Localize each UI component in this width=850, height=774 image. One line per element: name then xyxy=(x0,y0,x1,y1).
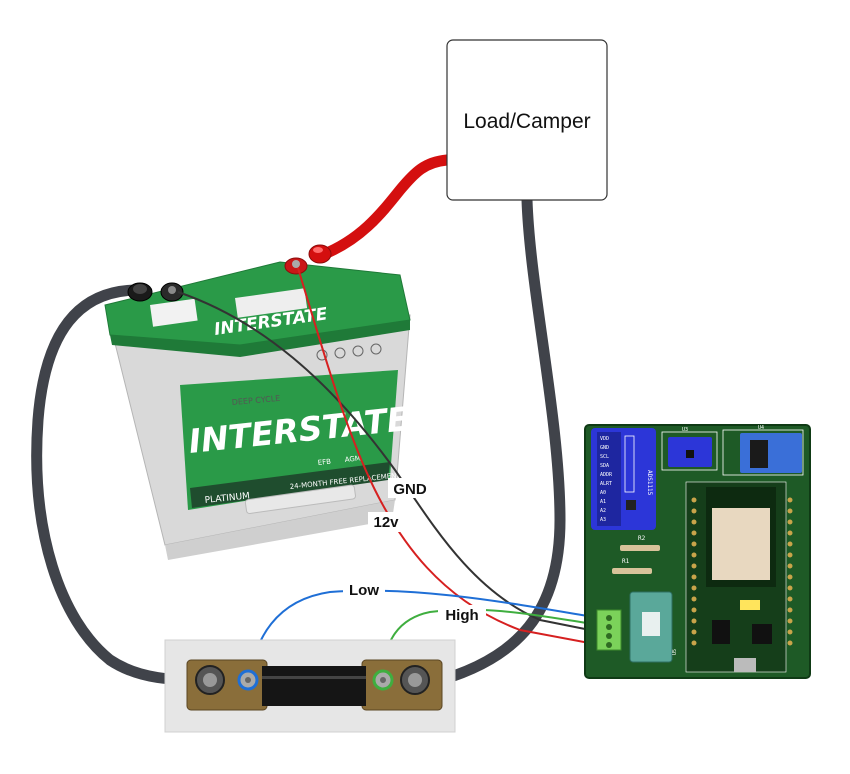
gnd-wire xyxy=(177,291,601,633)
low-label: Low xyxy=(349,582,379,599)
u5-module: U5 xyxy=(629,591,678,663)
efb-label: EFB xyxy=(317,458,331,467)
adc-pin-a2: A2 xyxy=(600,508,606,514)
deep-cycle-label: DEEP CYCLE xyxy=(231,394,280,407)
shunt xyxy=(164,639,456,733)
high-label: High xyxy=(445,607,478,624)
platinum-label: PLATINUM xyxy=(204,491,250,506)
resistor-r1: R1 xyxy=(612,558,652,574)
svg-text:R2: R2 xyxy=(638,535,646,542)
load-return-cable xyxy=(424,194,566,689)
esp32-pins-right xyxy=(787,497,793,646)
positive-terminal xyxy=(284,244,332,275)
esp32-pins-left xyxy=(691,497,697,646)
positive-cable xyxy=(316,154,453,261)
adc-pin-alrt: ALRT xyxy=(600,481,612,487)
adc-pin-a0: A0 xyxy=(600,490,606,496)
u4-label: U4 xyxy=(758,425,764,431)
negative-terminal xyxy=(127,282,184,302)
adc-pin-a1: A1 xyxy=(600,499,606,505)
v12-wire xyxy=(297,267,601,646)
adc-pin-sda: SDA xyxy=(600,463,609,469)
u4-module: U4 xyxy=(722,425,804,476)
adc-module: VDD GND SCL SDA ADDR ALRT A0 A1 A2 A3 AD… xyxy=(591,428,656,530)
adc-pin-a3: A3 xyxy=(600,517,606,523)
battery: INTERSTATE DEEP CYCLE PLATINUM 24-MONTH … xyxy=(104,244,412,560)
gnd-label: GND xyxy=(393,481,427,498)
agm-label: AGM xyxy=(344,454,361,464)
adc-title: ADS1115 xyxy=(646,470,653,496)
adc-pin-list: VDD GND SCL SDA ADDR ALRT A0 A1 A2 A3 xyxy=(600,436,613,523)
load-camper-label: Load/Camper xyxy=(463,110,590,133)
adc-pin-addr: ADDR xyxy=(600,472,613,478)
adc-pin-scl: SCL xyxy=(600,454,609,460)
negative-cable xyxy=(31,284,211,686)
load-camper-box: Load/Camper xyxy=(446,39,608,201)
svg-text:R1: R1 xyxy=(622,558,630,565)
adc-pin-gnd: GND xyxy=(600,445,609,451)
terminal-connector xyxy=(596,609,622,651)
esp32-module xyxy=(685,481,793,673)
u3-module: U3 xyxy=(661,427,718,471)
adc-pin-vdd: VDD xyxy=(600,436,609,442)
u5-label: U5 xyxy=(672,649,678,655)
v12-label: 12v xyxy=(373,514,399,531)
pcb-board: VDD GND SCL SDA ADDR ALRT A0 A1 A2 A3 AD… xyxy=(584,424,811,679)
u3-label: U3 xyxy=(682,427,688,433)
resistor-r2: R2 xyxy=(620,535,660,551)
